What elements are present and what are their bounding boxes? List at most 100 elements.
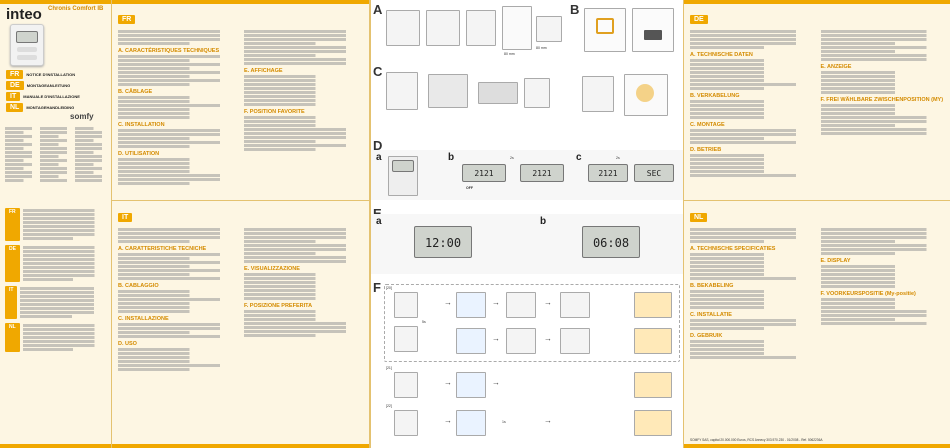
fr-sec-b: B. CÂBLAGE [118, 89, 153, 95]
lang-label-de: MONTAGEANLEITUNG [26, 83, 71, 88]
de-nl-divider [684, 200, 950, 201]
de-sec-e: E. ANZEIGE [820, 64, 852, 70]
f-5s: 5s [422, 320, 426, 324]
safety-de-tag: DE [5, 245, 20, 282]
safety-text: FR DE IT NL [5, 208, 107, 352]
nl-sec-a: A. TECHNISCHE SPECIFICATIES [690, 246, 776, 252]
f-label-22: [22] [386, 404, 392, 408]
fig-a-label: A [373, 2, 383, 17]
fig-b-label: B [570, 2, 580, 17]
fr-sec-f: F. POSITION FAVORITE [244, 109, 305, 115]
fig-d: a b 2121 2s 2121 OFF c 2s 2121 SEC [370, 150, 683, 200]
top-bar-2 [112, 0, 369, 4]
fig-e-label: E [373, 206, 382, 221]
product-name: Chronis Comfort IB [48, 6, 104, 12]
fig-b [584, 6, 680, 62]
lcd-d4: SEC [634, 164, 674, 182]
lang-row-fr: FR NOTICE D'INSTALLATION [6, 70, 80, 79]
cover-panel: inteo Chronis Comfort IB FR NOTICE D'INS… [0, 0, 112, 448]
fig-e-b: b [540, 216, 547, 227]
fig-d-b: b [448, 152, 455, 163]
f-label-21: [21] [386, 366, 392, 370]
fig-a: 80 mm 80 mm [386, 6, 566, 62]
time-2s-a: 2s [510, 156, 514, 160]
fr-sec-d: D. UTILISATION [118, 151, 160, 157]
fig-e: a 12:00 b 06:08 [370, 214, 683, 274]
nl-sec-c: C. INSTALLATIE [690, 312, 732, 318]
safety-it-tag: IT [5, 286, 18, 319]
dim-80-a: 80 mm [504, 52, 515, 56]
it-sec-e: E. VISUALIZZAZIONE [244, 266, 300, 272]
it-sec-f: F. POSIZIONE PREFERITA [244, 303, 313, 309]
it-tag: IT [118, 213, 133, 222]
fr-sec-a: A. CARACTÉRISTIQUES TECHNIQUES [118, 48, 220, 54]
safety-nl-tag: NL [5, 323, 20, 352]
fr-it-divider [112, 200, 369, 201]
f-1s: 1s [502, 420, 506, 424]
safety-fr-tag: FR [5, 208, 20, 241]
top-bar [0, 0, 111, 4]
lang-label-it: MANUALE D'INSTALLAZIONE [23, 94, 80, 99]
brand-logo: inteo [6, 6, 42, 23]
fig-d-c: c [576, 152, 582, 163]
lang-row-nl: NL MONTAGEHANDLEIDING [6, 103, 80, 112]
de-section: DE A. TECHNISCHE DATEN B. VERKABELUNG C.… [690, 8, 945, 178]
lang-row-de: DE MONTAGEANLEITUNG [6, 81, 80, 90]
lang-code-fr: FR [6, 70, 24, 79]
it-section: IT A. CARATTERISTICHE TECNICHE B. CABLAG… [118, 206, 364, 372]
lang-label-nl: MONTAGEHANDLEIDING [26, 105, 75, 110]
fr-section: FR A. CARACTÉRISTIQUES TECHNIQUES B. CÂB… [118, 8, 364, 186]
language-list: FR NOTICE D'INSTALLATION DE MONTAGEANLEI… [6, 70, 80, 112]
lcd-d2: 2121 [520, 164, 564, 182]
f-label-20: [20] [386, 286, 392, 290]
nl-section: NL A. TECHNISCHE SPECIFICATIES B. BEKABE… [690, 206, 945, 360]
lcd-d3: 2121 [588, 164, 628, 182]
fig-c [386, 68, 678, 132]
de-sec-d: D. BETRIEB [690, 147, 722, 153]
lang-code-de: DE [6, 81, 24, 90]
fig-left-divider [370, 0, 371, 448]
de-sec-b: B. VERKABELUNG [690, 93, 740, 99]
nl-sec-f: F. VOORKEURSPOSITIE (My-positie) [820, 291, 916, 297]
lang-code-nl: NL [6, 103, 24, 112]
it-sec-d: D. USO [118, 341, 137, 347]
device-image [10, 24, 44, 66]
footer-text: SOMFY SAS, capital 20.000.000 Euros, RCS… [690, 438, 823, 442]
fig-f: [20] 5s → → → → → [21] → → [22] → 1s → [384, 284, 680, 444]
fig-c-label: C [373, 64, 383, 79]
de-sec-c: C. MONTAGE [690, 122, 725, 128]
nl-sec-b: B. BEKABELING [690, 283, 734, 289]
address-block [5, 126, 107, 183]
fig-f-label: F [373, 280, 381, 295]
lcd-d1: 2121 [462, 164, 506, 182]
fig-d-a: a [376, 152, 382, 163]
de-sec-a: A. TECHNISCHE DATEN [690, 52, 753, 58]
nl-sec-e: E. DISPLAY [820, 258, 851, 264]
lang-code-it: IT [6, 92, 21, 101]
lang-label-fr: NOTICE D'INSTALLATION [26, 72, 76, 77]
de-nl-panel: DE A. TECHNISCHE DATEN B. VERKABELUNG C.… [683, 0, 950, 448]
dim-80-b: 80 mm [536, 46, 547, 50]
lang-row-it: IT MANUALE D'INSTALLAZIONE [6, 92, 80, 101]
fig-d-label: D [373, 138, 383, 153]
fig-e-a: a [376, 216, 382, 227]
it-sec-c: C. INSTALLAZIONE [118, 316, 169, 322]
top-bar-4 [684, 0, 950, 4]
bottom-bar-2 [112, 444, 369, 448]
fr-tag: FR [118, 15, 136, 24]
figures-panel: A 80 mm 80 mm B C D a b 2121 2s 2121 OFF [370, 0, 683, 448]
fr-it-panel: FR A. CARACTÉRISTIQUES TECHNIQUES B. CÂB… [112, 0, 370, 448]
lcd-e1: 12:00 [414, 226, 472, 258]
it-sec-b: B. CABLAGGIO [118, 283, 159, 289]
bottom-bar-4 [684, 444, 950, 448]
fr-sec-c: C. INSTALLATION [118, 122, 165, 128]
de-sec-f: F. FREI WÄHLBARE ZWISCHENPOSITION (MY) [820, 97, 944, 103]
bottom-bar [0, 444, 111, 448]
lcd-e2: 06:08 [582, 226, 640, 258]
time-2s-b: 2s [616, 156, 620, 160]
it-sec-a: A. CARATTERISTICHE TECNICHE [118, 246, 207, 252]
somfy-logo: somfy [70, 112, 94, 121]
off-label: OFF [466, 186, 473, 190]
fr-sec-e: E. AFFICHAGE [244, 68, 283, 74]
de-tag: DE [690, 15, 708, 24]
